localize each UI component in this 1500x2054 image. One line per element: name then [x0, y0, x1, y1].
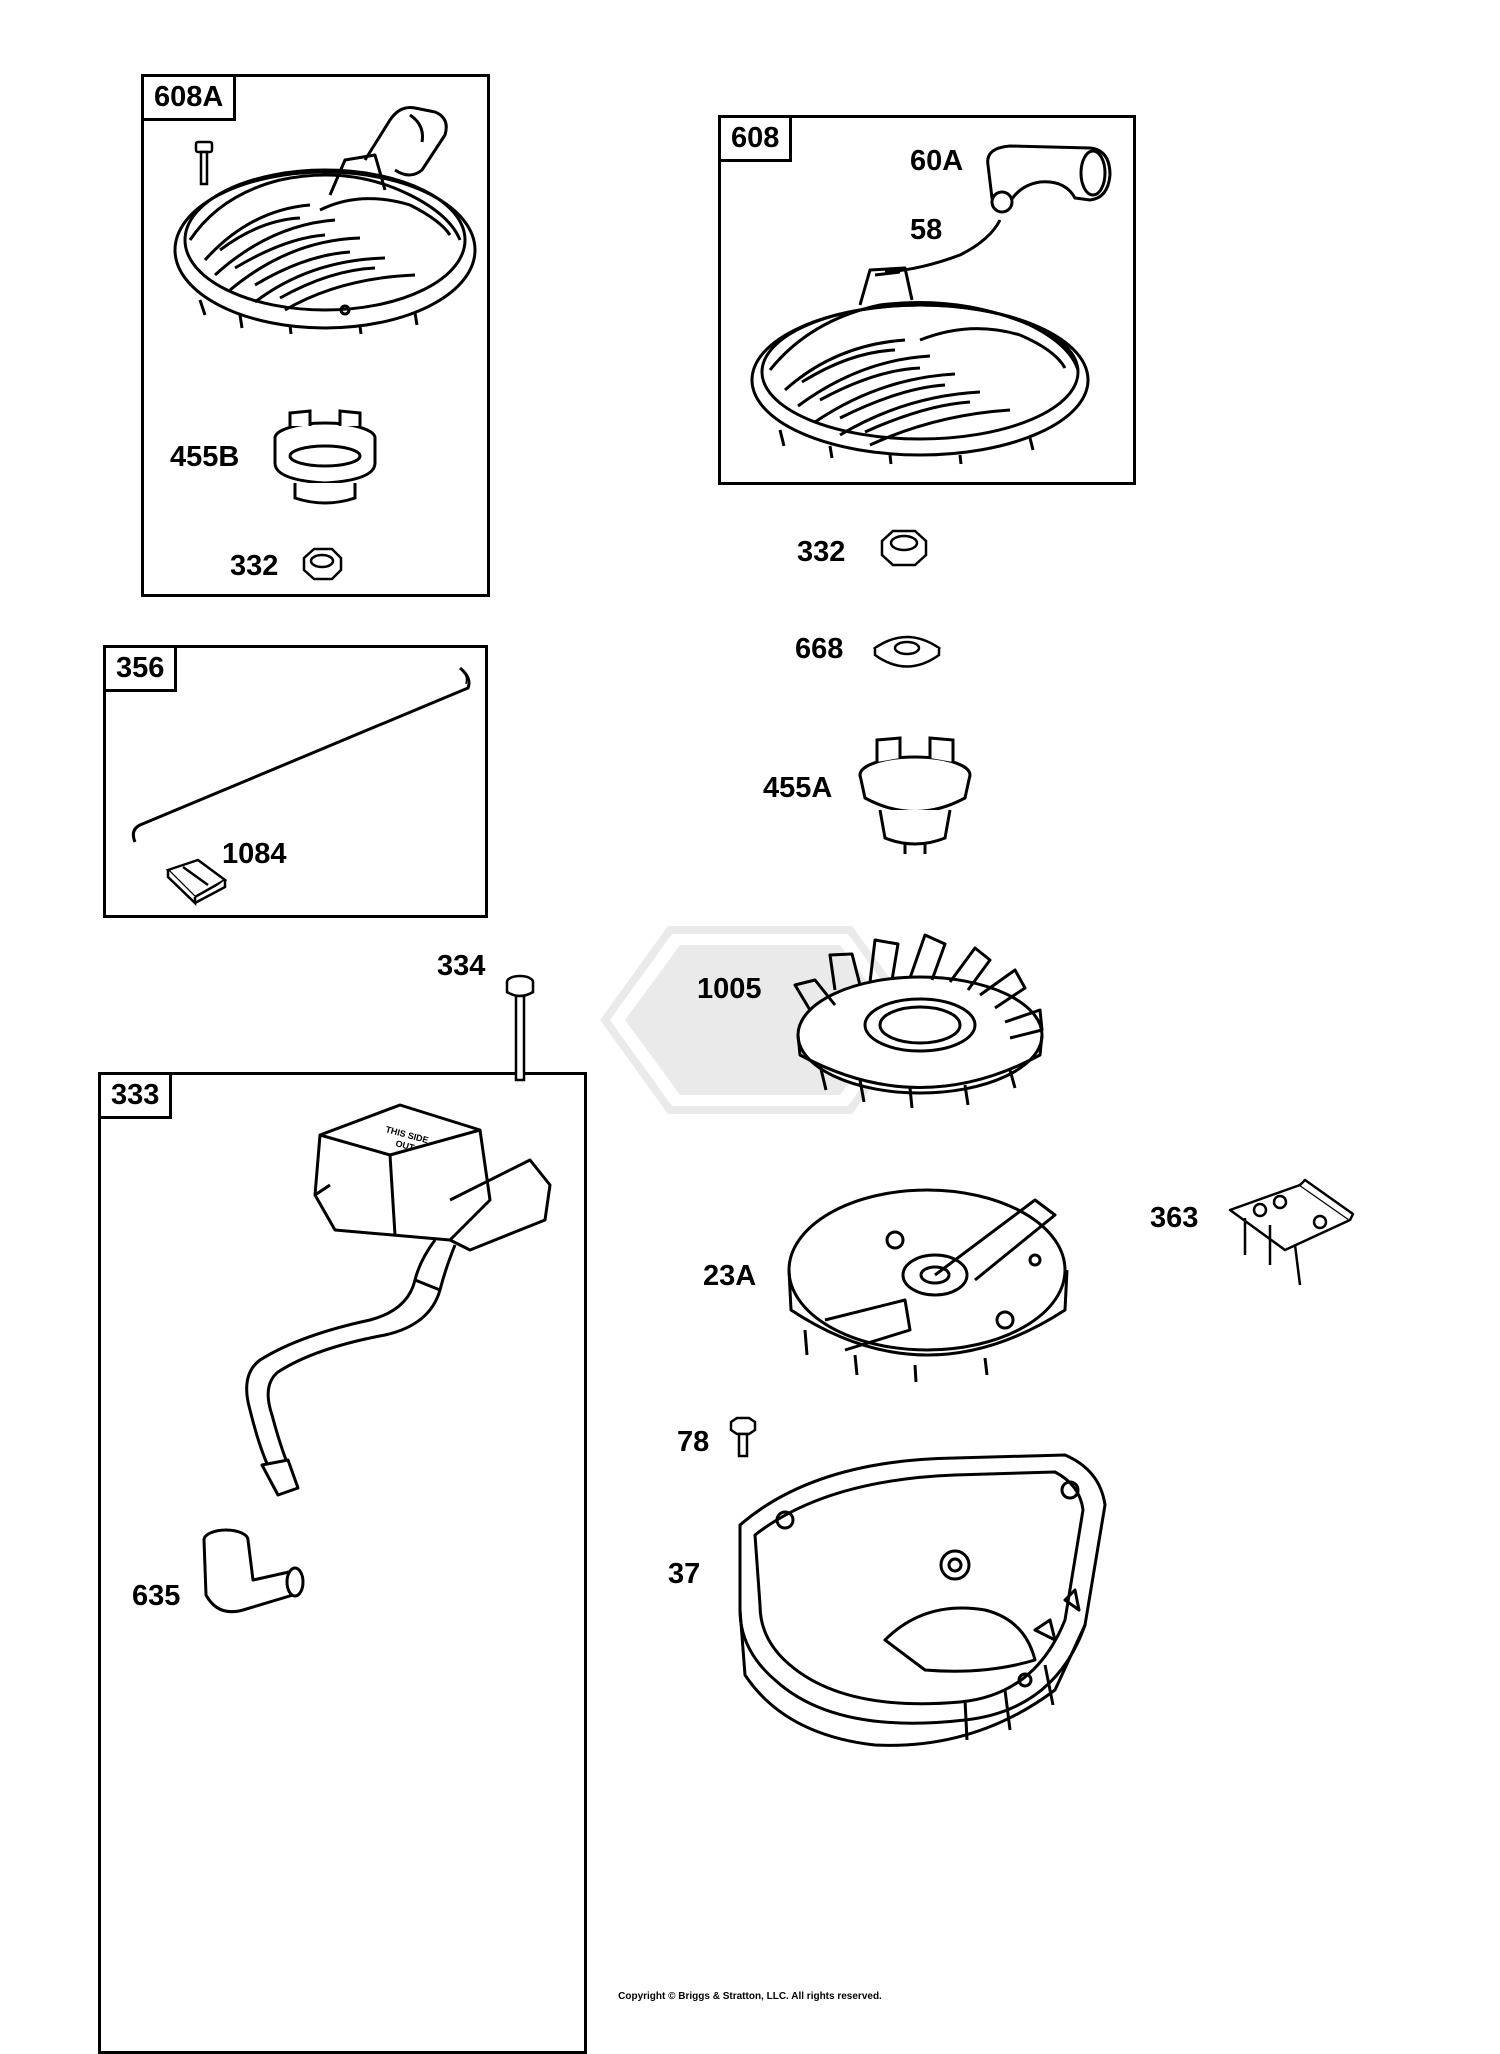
hex-nut-332 — [878, 528, 930, 568]
callout-332-kit: 332 — [230, 550, 279, 582]
fan-1005 — [790, 930, 1050, 1110]
callout-334: 334 — [437, 950, 486, 982]
ignition-armature-333: THIS SIDE OUT — [150, 1090, 570, 1500]
callout-332: 332 — [797, 536, 846, 568]
starter-cup-455b — [270, 408, 380, 508]
copyright-notice: Copyright © Briggs & Stratton, LLC. All … — [618, 1991, 882, 2002]
kit-608a-label: 608A — [144, 77, 237, 121]
kit-333-label: 333 — [101, 1075, 173, 1119]
spark-plug-boot-635 — [198, 1525, 308, 1630]
kit-356-label: 356 — [106, 648, 178, 692]
kit-356-box: 356 — [103, 645, 488, 918]
parts-diagram-sheet: 608A 608 356 333 — [98, 74, 1355, 2054]
rewind-screw — [193, 140, 217, 188]
blower-housing-608 — [740, 250, 1090, 465]
control-bracket-363 — [1225, 1178, 1355, 1290]
callout-78: 78 — [677, 1426, 710, 1458]
kit-608a-box: 608A — [141, 74, 490, 597]
blower-housing-608a — [160, 100, 480, 335]
callout-455a: 455A — [763, 772, 833, 804]
starter-handle-60a — [980, 140, 1120, 220]
callout-60a: 60A — [910, 145, 964, 177]
ground-wire-356 — [120, 660, 480, 860]
svg-text:OUT: OUT — [394, 1138, 415, 1153]
wire-connector-1084 — [163, 855, 233, 906]
flywheel-23a — [785, 1170, 1070, 1385]
screw-334 — [505, 972, 535, 1084]
callout-668: 668 — [795, 633, 844, 665]
callout-58: 58 — [910, 214, 943, 246]
callout-23a: 23A — [703, 1260, 757, 1292]
callout-1005: 1005 — [697, 973, 762, 1005]
hex-nut-332-kit — [300, 546, 344, 582]
kit-608-box: 608 — [718, 115, 1136, 485]
kit-608-label: 608 — [721, 118, 793, 162]
callout-1084: 1084 — [222, 838, 287, 870]
blower-housing-37 — [725, 1450, 1115, 1750]
callout-363: 363 — [1150, 1202, 1199, 1234]
callout-37: 37 — [668, 1558, 701, 1590]
callout-635: 635 — [132, 1580, 181, 1612]
starter-cup-455a — [855, 730, 975, 855]
washer-668 — [867, 628, 947, 673]
screw-78 — [728, 1416, 758, 1458]
callout-455b: 455B — [170, 441, 240, 473]
